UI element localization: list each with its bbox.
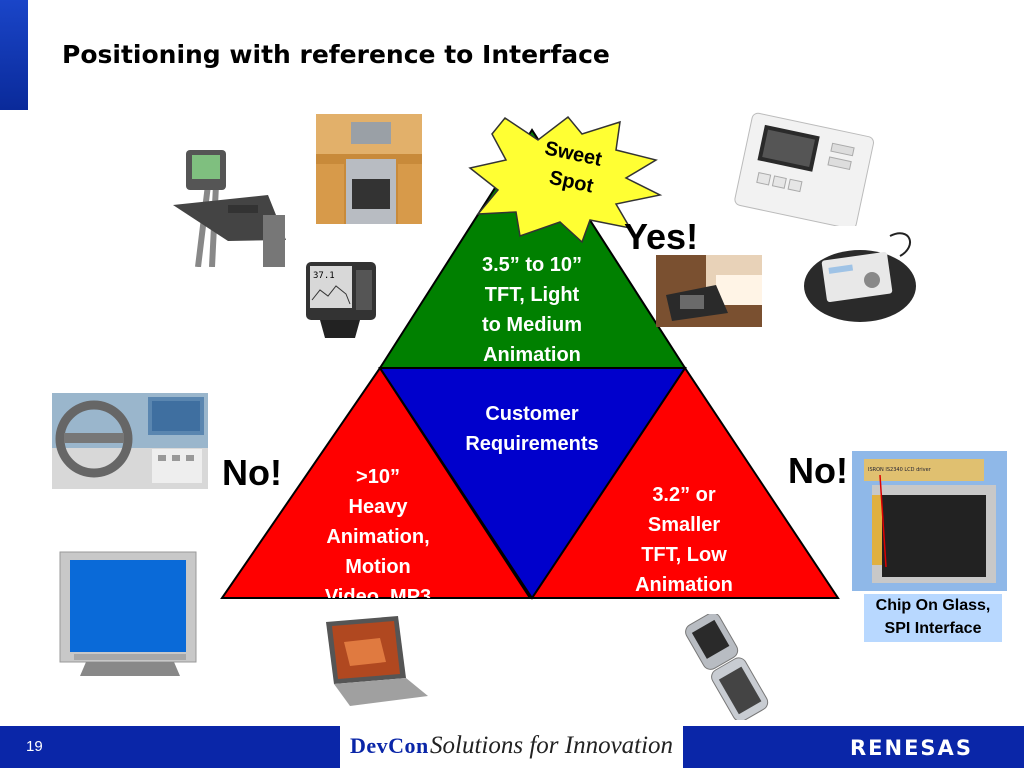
accent-bar xyxy=(0,0,28,110)
no-label-right: No! xyxy=(788,450,848,491)
footer-right-band xyxy=(683,726,1024,768)
fish-finder-image: 37.1 xyxy=(300,260,380,340)
chip-on-glass-display-image: ISRON IS2340 LCD driver xyxy=(852,451,1007,591)
footer-middle-band xyxy=(340,726,683,768)
kitchen-range-image xyxy=(316,114,422,224)
no-label-left: No! xyxy=(222,452,282,493)
svg-text:37.1: 37.1 xyxy=(313,271,335,281)
treadmill-image xyxy=(168,145,288,267)
footer-left-band xyxy=(0,726,340,768)
devcon-logo: DevCon xyxy=(350,733,429,758)
hotel-phone-image xyxy=(656,255,762,327)
footer-tagline: Solutions for Innovation xyxy=(430,732,674,759)
yes-label: Yes! xyxy=(624,216,699,257)
laptop-image xyxy=(320,612,432,712)
flat-tv-image xyxy=(56,548,202,684)
renesas-logo: RENESAS xyxy=(850,736,973,760)
sweet-spot-starburst xyxy=(468,115,663,244)
svg-text:ISRON IS2340 LCD driver: ISRON IS2340 LCD driver xyxy=(868,467,932,473)
top-triangle-label: 3.5” to 10” TFT, Light to Medium Animati… xyxy=(481,254,583,366)
slide-title: Positioning with reference to Interface xyxy=(62,40,610,69)
chip-on-glass-caption: Chip On Glass, SPI Interface xyxy=(864,594,1002,642)
signature-pad-image xyxy=(800,226,918,326)
page-number: 19 xyxy=(26,738,43,755)
center-triangle xyxy=(378,367,687,600)
center-triangle-label: Customer Requirements xyxy=(465,403,599,455)
flip-phone-image xyxy=(676,614,774,720)
right-triangle-label: 3.2” or Smaller TFT, Low Animation xyxy=(635,484,733,596)
left-triangle-label: >10” Heavy Animation, Motion Video, MP3 xyxy=(324,466,432,598)
thermostat-image xyxy=(730,112,878,234)
car-dashboard-image xyxy=(52,393,208,489)
